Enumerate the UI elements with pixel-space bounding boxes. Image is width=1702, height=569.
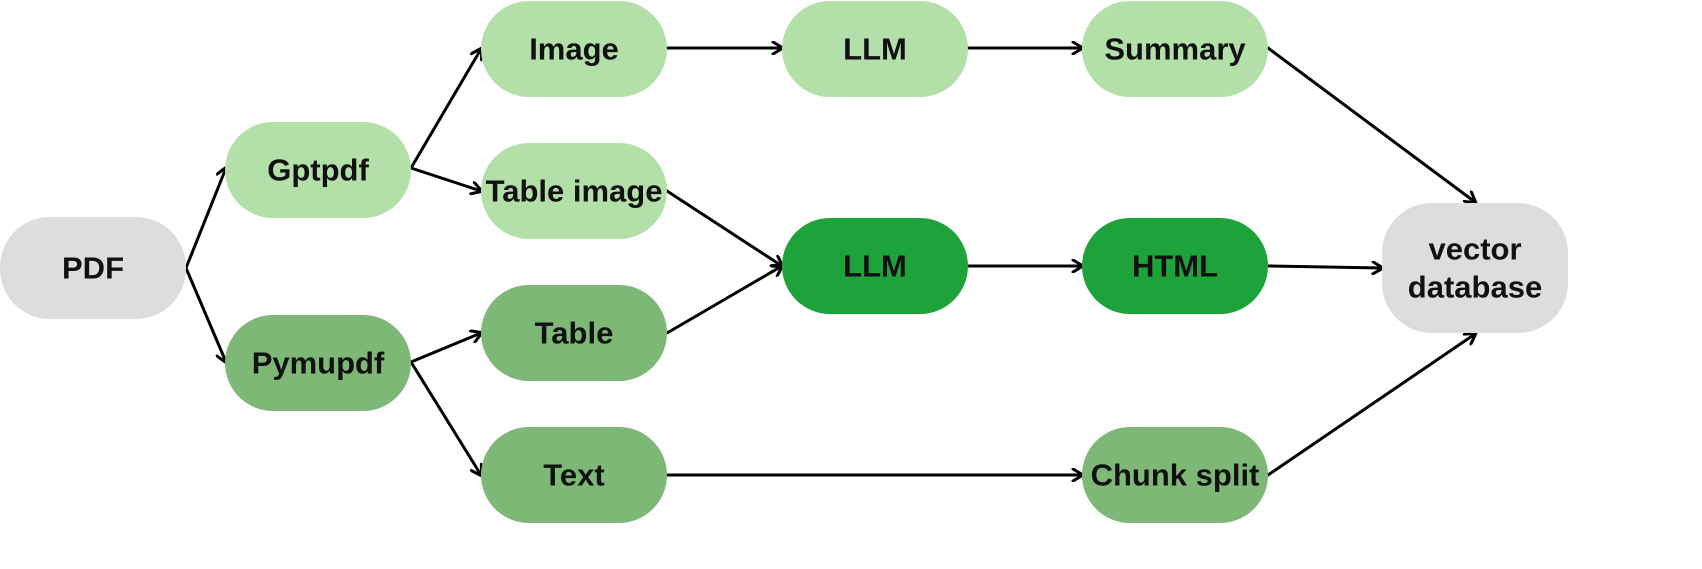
node-chunk-split: Chunk split bbox=[1082, 427, 1268, 523]
arrow-gptpdf-to-table-image bbox=[409, 166, 481, 191]
node-text: Text bbox=[481, 427, 667, 523]
node-html: HTML bbox=[1082, 218, 1268, 314]
arrow-pymupdf-to-text bbox=[409, 360, 481, 475]
node-image: Image bbox=[481, 1, 667, 97]
node-html-label: HTML bbox=[1132, 249, 1218, 284]
node-llm-top-box bbox=[782, 1, 968, 97]
node-pdf-label: PDF bbox=[62, 251, 124, 286]
node-text-box bbox=[481, 427, 667, 523]
node-table: Table bbox=[481, 285, 667, 381]
arrow-html-to-vector-database bbox=[1266, 266, 1382, 268]
arrow-chunk-split-to-vector-database bbox=[1266, 334, 1475, 477]
node-image-box bbox=[481, 1, 667, 97]
node-image-label: Image bbox=[529, 32, 619, 67]
node-table-image: Table image bbox=[481, 143, 667, 239]
node-table-image-box bbox=[481, 143, 667, 239]
node-html-box bbox=[1082, 218, 1268, 314]
node-summary-box bbox=[1082, 1, 1268, 97]
node-pymupdf: Pymupdf bbox=[225, 315, 411, 411]
node-text-label: Text bbox=[543, 458, 604, 493]
node-chunk-split-label: Chunk split bbox=[1091, 458, 1260, 493]
node-vector-database-label: vector bbox=[1428, 232, 1521, 267]
node-table-box bbox=[481, 285, 667, 381]
arrow-table-to-llm-mid bbox=[665, 266, 782, 335]
arrow-gptpdf-to-image bbox=[409, 49, 481, 170]
node-llm-top: LLM bbox=[782, 1, 968, 97]
node-vector-database-box bbox=[1382, 203, 1568, 333]
node-pymupdf-box bbox=[225, 315, 411, 411]
node-pdf-box bbox=[0, 217, 186, 319]
node-summary-label: Summary bbox=[1104, 32, 1246, 67]
arrow-summary-to-vector-database bbox=[1266, 46, 1475, 202]
node-gptpdf: Gptpdf bbox=[225, 122, 411, 218]
arrow-pdf-to-pymupdf bbox=[184, 266, 226, 362]
node-vector-database-label: database bbox=[1408, 270, 1542, 305]
node-chunk-split-box bbox=[1082, 427, 1268, 523]
node-table-image-label: Table image bbox=[486, 174, 663, 209]
node-llm-mid-label: LLM bbox=[843, 249, 907, 284]
arrow-table-image-to-llm-mid bbox=[665, 189, 782, 266]
node-gptpdf-label: Gptpdf bbox=[267, 153, 369, 188]
node-summary: Summary bbox=[1082, 1, 1268, 97]
node-table-label: Table bbox=[535, 316, 614, 351]
node-llm-mid-box bbox=[782, 218, 968, 314]
edges bbox=[184, 46, 1475, 477]
node-llm-top-label: LLM bbox=[843, 32, 907, 67]
node-pdf: PDF bbox=[0, 217, 186, 319]
node-llm-mid: LLM bbox=[782, 218, 968, 314]
node-pymupdf-label: Pymupdf bbox=[252, 346, 385, 381]
arrow-pdf-to-gptpdf bbox=[184, 168, 226, 270]
arrow-pymupdf-to-table bbox=[409, 333, 481, 364]
node-gptpdf-box bbox=[225, 122, 411, 218]
